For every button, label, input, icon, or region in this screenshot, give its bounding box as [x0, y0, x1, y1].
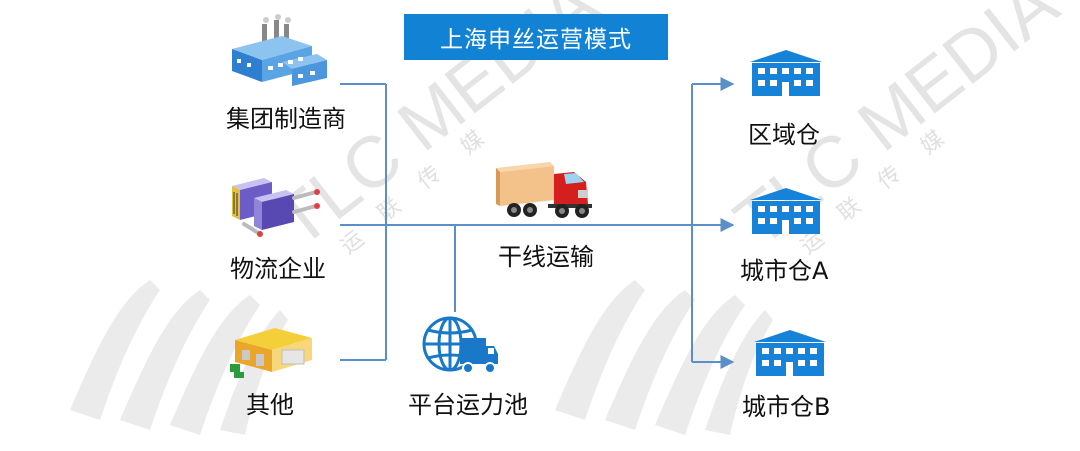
watermark-logo-left [70, 280, 288, 435]
source-label-manufacturer: 集团制造商 [226, 105, 346, 133]
logistics-machine-icon [232, 178, 320, 237]
building-icon [754, 330, 826, 376]
destination-label-regional: 区域仓 [748, 121, 820, 149]
factory-icon [232, 14, 327, 86]
truck-icon [496, 162, 592, 218]
destination-label-city-a: 城市仓A [740, 257, 829, 285]
building-icon [750, 188, 822, 234]
destination-label-city-b: 城市仓B [742, 393, 831, 421]
diagram-title: 上海申丝运营模式 [404, 14, 668, 60]
watermark-logo-right [555, 280, 773, 435]
globe-truck-icon [422, 316, 498, 374]
capacity-pool-label: 平台运力池 [408, 391, 528, 419]
warehouse-icon [230, 328, 312, 378]
trunk-transport-label: 干线运输 [498, 243, 594, 271]
source-label-logistics: 物流企业 [230, 255, 326, 283]
source-label-other: 其他 [246, 391, 294, 419]
building-icon [750, 50, 822, 96]
